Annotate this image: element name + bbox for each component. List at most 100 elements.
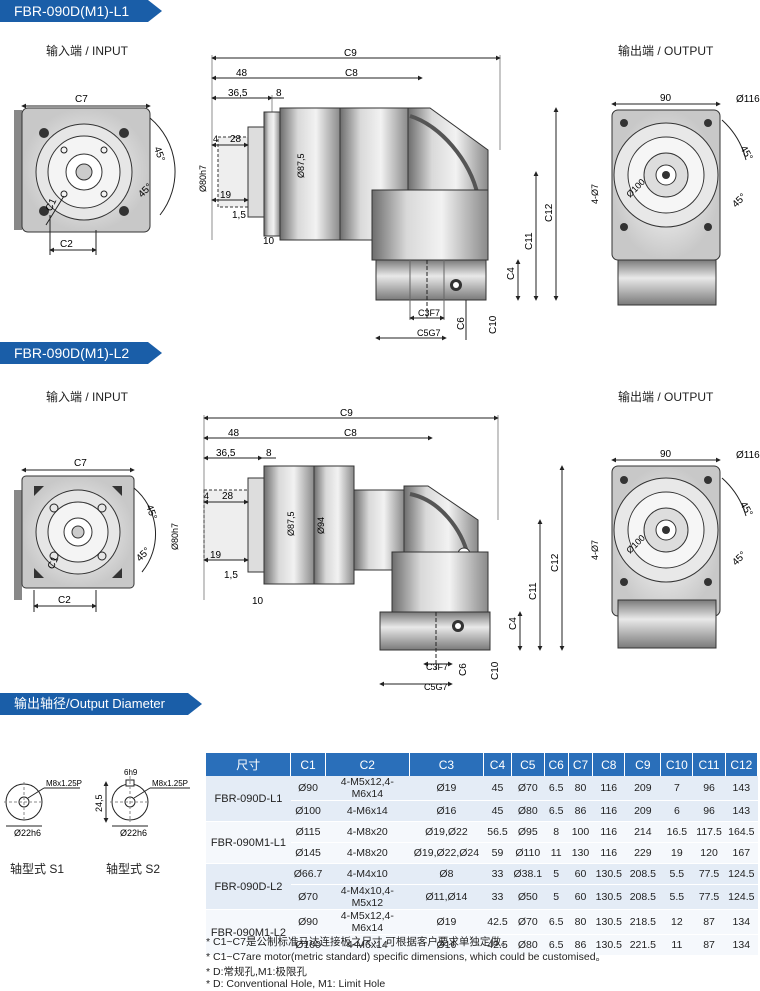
table-cell: 130.5 [592, 934, 625, 956]
table-cell: 6.5 [544, 776, 569, 801]
table-cell: 19 [660, 842, 693, 864]
table-cell: 4-M6x14 [325, 934, 410, 956]
table-cell: 116 [592, 800, 625, 822]
shaft-s2-label: 轴型式 S2 [106, 862, 161, 876]
table-cell: 96 [692, 776, 726, 801]
table-cell: Ø110 [511, 842, 545, 864]
table-cell: Ø38.1 [511, 863, 545, 885]
output-diameter-title: 输出轴径/Output Diameter [0, 693, 202, 715]
table-cell: Ø19,Ø22,Ø24 [409, 842, 484, 864]
dim-c2: C2 [60, 239, 73, 250]
svg-text:45°: 45° [737, 144, 754, 163]
table-cell: Ø100 [290, 934, 326, 956]
svg-text:1,5: 1,5 [232, 210, 246, 221]
table-cell: Ø90 [290, 776, 326, 801]
table-cell: 116 [592, 821, 625, 843]
table-cell: 167 [725, 842, 758, 864]
table-cell: Ø19,Ø22 [409, 821, 484, 843]
svg-text:C12: C12 [550, 553, 561, 572]
svg-text:36,5: 36,5 [216, 448, 236, 459]
output-label-l2: 输出端 / OUTPUT [618, 390, 714, 404]
svg-text:24,5: 24,5 [94, 794, 104, 812]
table-cell: 130.5 [592, 884, 625, 910]
dim-c3: C3F7 [418, 308, 440, 318]
table-cell: Ø115 [290, 821, 326, 843]
table-cell: 4-M5x12,4-M6x14 [325, 909, 410, 935]
table-cell: 116 [592, 842, 625, 864]
table-cell: Ø16 [409, 934, 484, 956]
l1-side-view: C9 C8 48 36,5 8 4 28 19 1,5 10 Ø80h7 Ø87… [198, 48, 559, 341]
model-cell: FBR-090M1-L1 [206, 821, 291, 864]
table-cell: Ø80 [511, 934, 545, 956]
table-cell: 124.5 [725, 884, 758, 910]
section-title-l2: FBR-090D(M1)-L2 [0, 342, 162, 364]
table-cell: 87 [692, 909, 726, 935]
table-cell: 86 [568, 800, 593, 822]
table-cell: Ø70 [290, 884, 326, 910]
note-4: * D: Conventional Hole, M1: Limit Hole [206, 978, 386, 990]
table-cell: 59 [483, 842, 512, 864]
dim-48: 48 [236, 68, 248, 79]
svg-text:45°: 45° [143, 503, 159, 521]
table-cell: 80 [568, 909, 593, 935]
table-header-cell: 尺寸 [206, 753, 292, 776]
svg-text:8: 8 [266, 448, 272, 459]
dim-c12: C12 [544, 203, 555, 222]
table-cell: 134 [725, 909, 758, 935]
table-cell: Ø16 [409, 800, 484, 822]
section-title-l1: FBR-090D(M1)-L1 [0, 0, 162, 22]
svg-text:M8x1.25P: M8x1.25P [46, 779, 82, 788]
dim-36-5: 36,5 [228, 88, 248, 99]
table-cell: 134 [725, 934, 758, 956]
svg-text:28: 28 [230, 134, 242, 145]
svg-text:45°: 45° [151, 145, 167, 163]
table-cell: Ø70 [511, 776, 545, 801]
table-cell: 4-M8x20 [325, 842, 410, 864]
dim-c5: C5G7 [417, 328, 441, 338]
table-cell: Ø11,Ø14 [409, 884, 484, 910]
table-cell: 33 [483, 863, 512, 885]
table-cell: 164.5 [725, 821, 758, 843]
table-cell: 209 [624, 776, 661, 801]
svg-text:Ø87,5: Ø87,5 [286, 511, 296, 536]
table-header-cell: C9 [624, 753, 662, 776]
shaft-diagrams: M8x1.25P Ø22h6 6h9 M8x1.25P 24,5 Ø22h6 [4, 768, 190, 838]
dim-8: 8 [276, 88, 282, 99]
dim-c1: C1 [44, 196, 60, 213]
table-header-cell: C5 [511, 753, 545, 776]
table-cell: Ø50 [511, 884, 545, 910]
table-cell: 218.5 [624, 909, 661, 935]
table-cell: 143 [725, 776, 758, 801]
note-2: * C1~C7are motor(metric standard) specif… [206, 951, 607, 963]
table-cell: 117.5 [692, 821, 726, 843]
svg-text:45°: 45° [730, 550, 748, 568]
table-cell: Ø80 [511, 800, 545, 822]
table-header-cell: C12 [725, 753, 759, 776]
table-cell: 130 [568, 842, 593, 864]
svg-text:10: 10 [252, 596, 264, 607]
table-cell: Ø19 [409, 776, 484, 801]
l2-input-view: C7 C2 C1 45° 45° [14, 458, 159, 612]
table-cell: 56.5 [483, 821, 512, 843]
table-cell: 6.5 [544, 909, 569, 935]
table-cell: 8 [544, 821, 569, 843]
table-cell: 5 [544, 884, 569, 910]
table-cell: 42.5 [483, 934, 512, 956]
shaft-s2: 6h9 M8x1.25P 24,5 Ø22h6 [94, 768, 190, 838]
table-cell: Ø145 [290, 842, 326, 864]
output-label-l1: 输出端 / OUTPUT [618, 44, 714, 58]
table-header-cell: C3 [409, 753, 484, 776]
svg-text:Ø22h6: Ø22h6 [14, 828, 41, 838]
svg-text:Ø87,5: Ø87,5 [296, 153, 306, 178]
table-cell: 11 [544, 842, 569, 864]
table-cell: 80 [568, 776, 593, 801]
table-header-cell: C7 [568, 753, 594, 776]
table-cell: 11 [660, 934, 693, 956]
svg-text:45°: 45° [730, 192, 748, 210]
table-cell: 60 [568, 863, 593, 885]
table-cell: Ø100 [290, 800, 326, 822]
